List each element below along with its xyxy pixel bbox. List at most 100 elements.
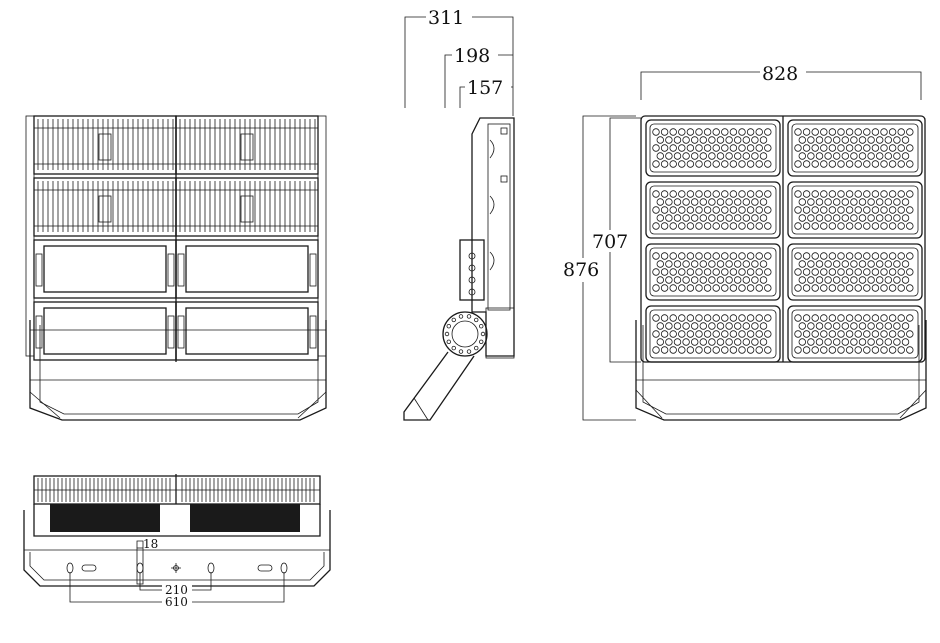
led-lens (673, 276, 682, 284)
pivot-hole (479, 323, 484, 329)
led-lens (906, 284, 914, 292)
led-lens (716, 276, 725, 284)
led-lens (721, 128, 729, 136)
rear-bracket (29, 320, 327, 421)
led-lens (682, 322, 690, 330)
led-lens (699, 276, 707, 284)
led-lens (906, 252, 914, 260)
led-lens (746, 222, 755, 230)
led-lens (824, 260, 832, 268)
led-lens (802, 252, 811, 260)
led-lens (712, 252, 720, 260)
led-lens (798, 322, 806, 330)
led-lens (678, 222, 686, 230)
led-lens (742, 136, 750, 144)
led-lens (837, 268, 845, 276)
led-lens (880, 160, 888, 168)
led-lens (708, 322, 716, 330)
led-lens (876, 276, 884, 284)
led-lens (721, 268, 729, 276)
led-lens (746, 252, 755, 260)
led-lens (871, 206, 880, 214)
dim-depth-body: 157 (467, 77, 503, 99)
led-lens (802, 144, 811, 152)
led-lens (652, 314, 660, 322)
led-lens (858, 152, 867, 160)
led-lens (746, 128, 755, 136)
led-lens (660, 284, 669, 292)
led-lens (841, 136, 849, 144)
led-lens (734, 214, 742, 222)
led-lens (867, 198, 875, 206)
led-lens (807, 198, 815, 206)
led-lens (729, 190, 738, 198)
led-lens (660, 268, 669, 276)
led-lens (682, 214, 690, 222)
led-lens (850, 198, 858, 206)
led-lens (764, 128, 772, 136)
led-lens (794, 206, 802, 214)
led-lens (811, 268, 819, 276)
led-lens (858, 276, 867, 284)
led-lens (888, 284, 897, 292)
led-lens (682, 276, 690, 284)
led-lens (729, 284, 738, 292)
led-lens (845, 252, 854, 260)
led-lens (820, 222, 828, 230)
pivot-hole (446, 339, 451, 345)
led-lens (703, 128, 712, 136)
led-lens (738, 252, 746, 260)
led-lens (901, 214, 910, 222)
led-lens (871, 330, 880, 338)
led-lens (738, 314, 746, 322)
led-lens (906, 330, 914, 338)
led-lens (824, 338, 832, 346)
led-lens (794, 190, 802, 198)
pivot-hole (446, 323, 451, 329)
led-lens (815, 322, 824, 330)
led-lens (721, 160, 729, 168)
led-lens (824, 198, 832, 206)
led-lens (729, 330, 738, 338)
led-lens (876, 260, 884, 268)
led-lens (738, 160, 746, 168)
led-lens (652, 128, 660, 136)
led-lens (845, 284, 854, 292)
led-lens (906, 144, 914, 152)
dim-height-overall: 876 (563, 259, 599, 281)
led-lens (652, 330, 660, 338)
led-lens (712, 222, 720, 230)
led-lens (755, 128, 763, 136)
led-lens (798, 136, 806, 144)
led-lens (897, 252, 905, 260)
led-lens (691, 198, 699, 206)
led-lens (729, 222, 738, 230)
led-lens (811, 222, 819, 230)
led-lens (837, 222, 845, 230)
led-lens (721, 284, 729, 292)
led-lens (734, 198, 742, 206)
led-lens (703, 190, 712, 198)
led-lens (837, 128, 845, 136)
led-lens (802, 268, 811, 276)
led-lens (845, 128, 854, 136)
led-lens (867, 260, 875, 268)
led-lens (841, 260, 849, 268)
rear-panel-1-left (33, 115, 177, 175)
pivot-hole (474, 317, 479, 323)
led-lens (703, 144, 712, 152)
led-lens (738, 128, 746, 136)
led-lens (802, 314, 811, 322)
led-lens (811, 330, 819, 338)
led-lens (798, 152, 806, 160)
led-lens (746, 268, 755, 276)
front-view: 828 876 707 (562, 62, 927, 421)
led-lens (725, 322, 733, 330)
led-lens (880, 206, 888, 214)
led-lens (656, 152, 664, 160)
led-lens (665, 214, 673, 222)
led-lens (906, 222, 914, 230)
pivot-hole (444, 331, 450, 337)
led-lens (807, 152, 815, 160)
led-lens (794, 222, 802, 230)
